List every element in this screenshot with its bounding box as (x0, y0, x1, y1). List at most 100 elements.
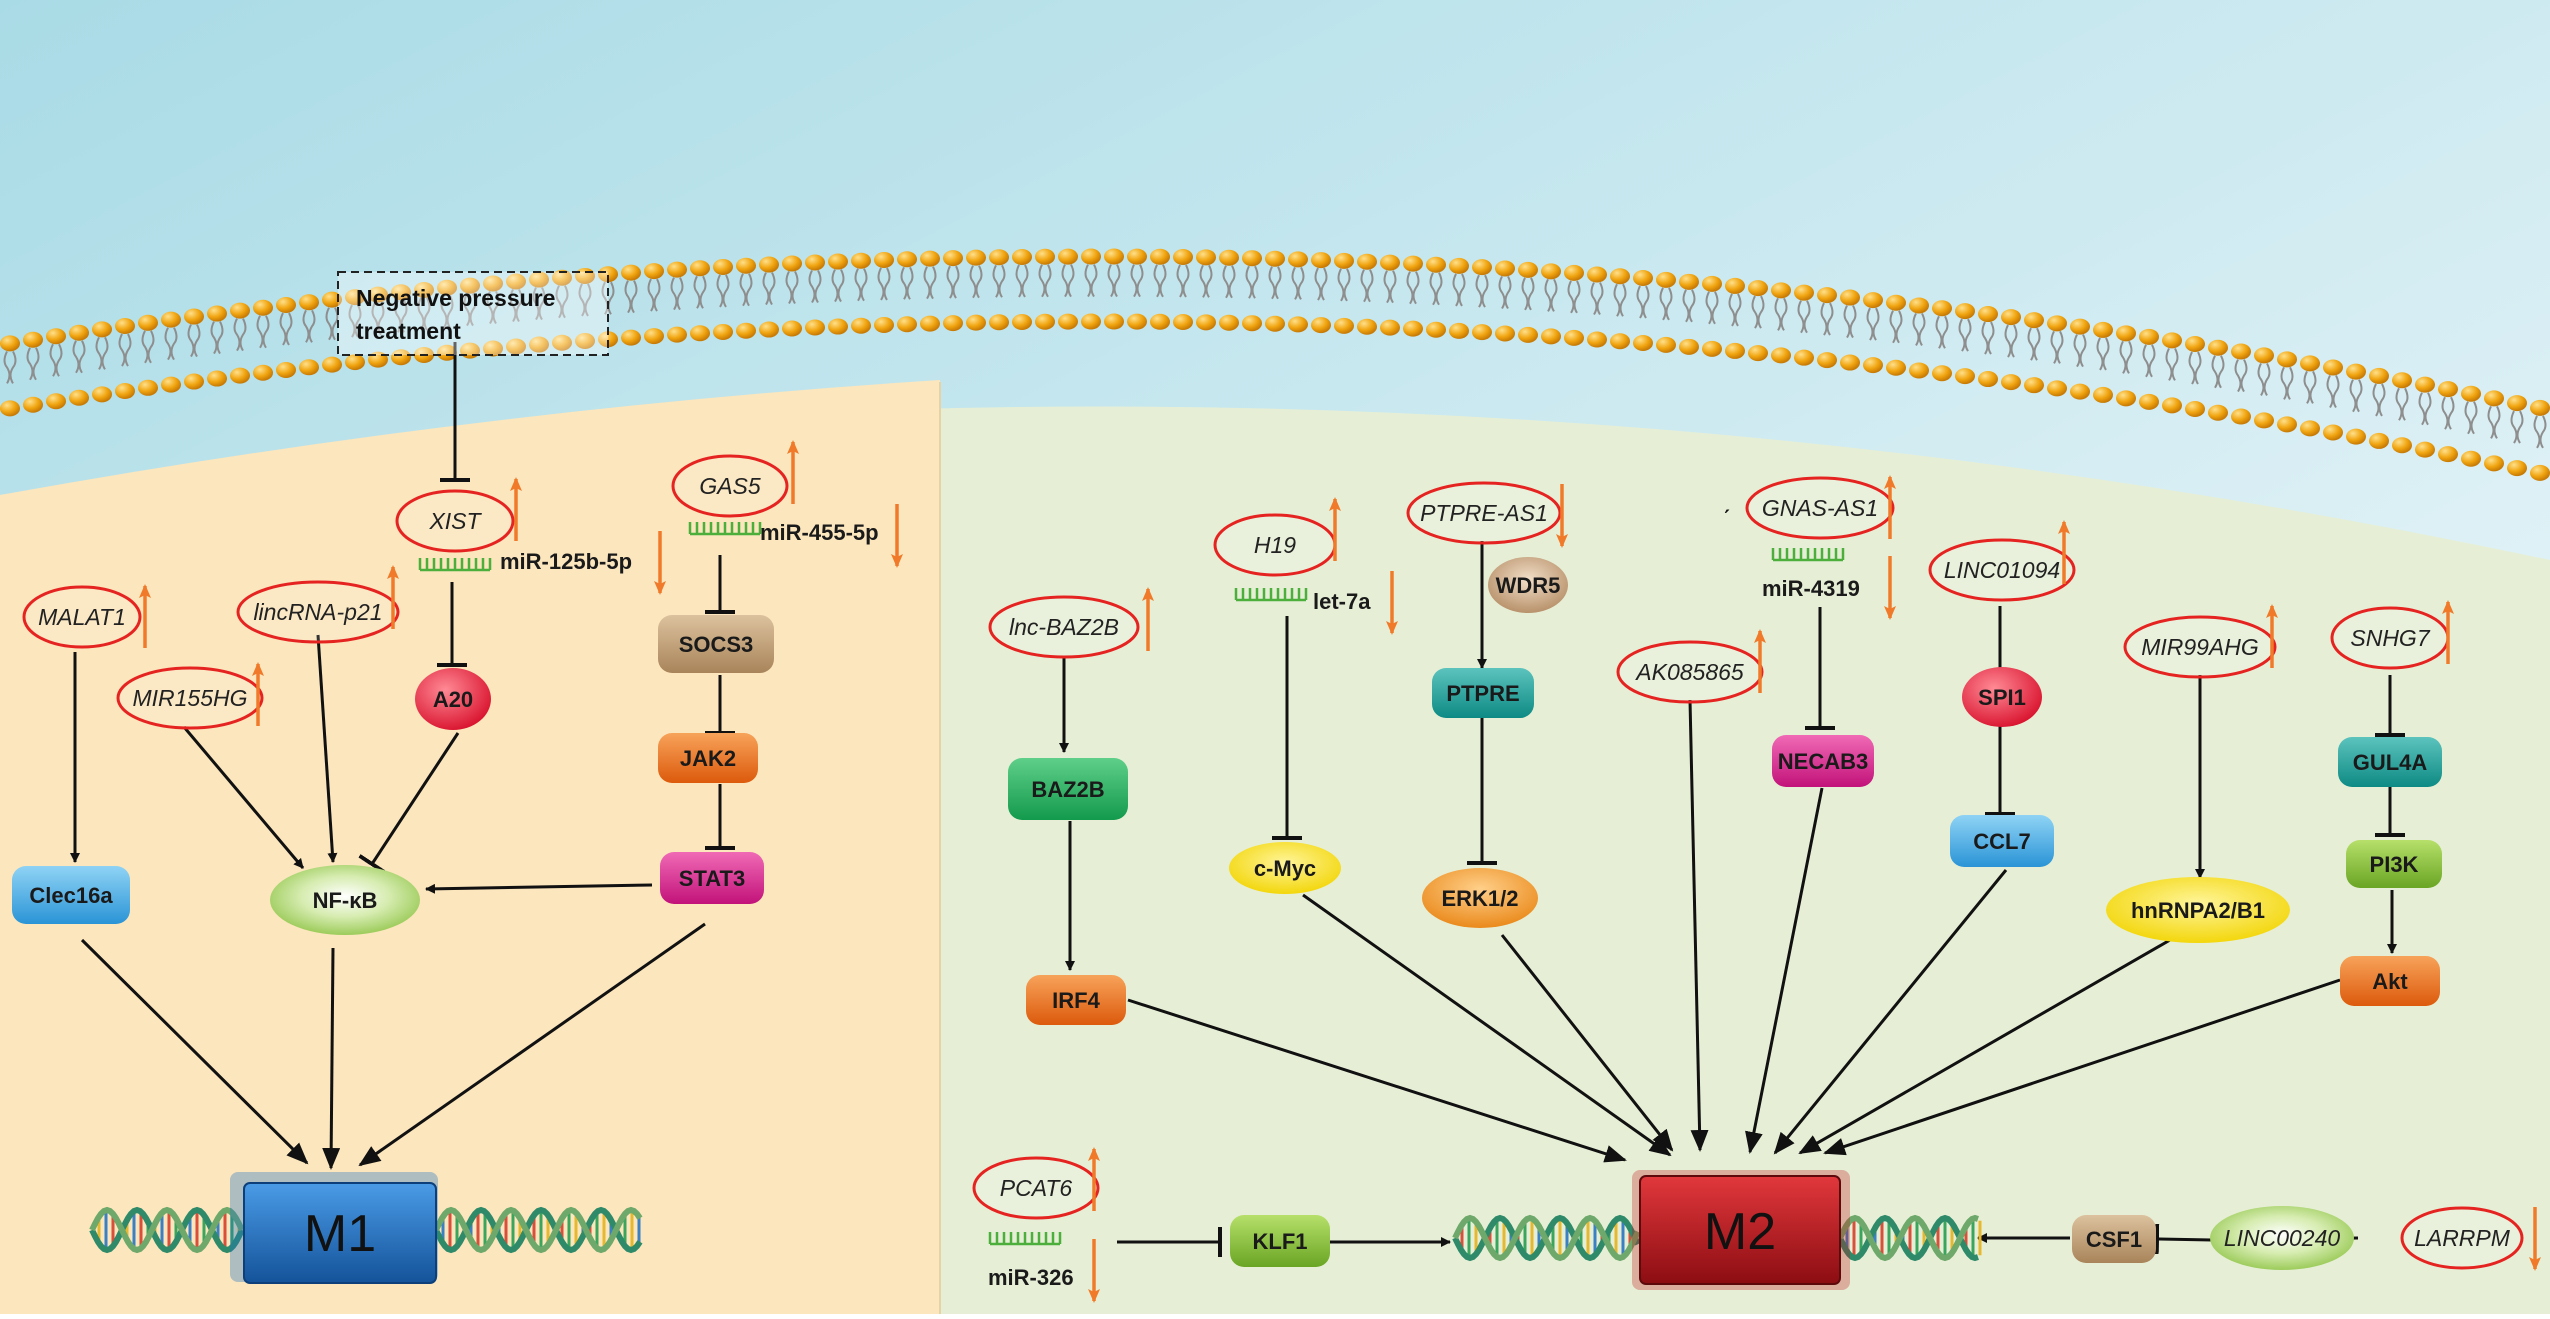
lipid-tail (2188, 351, 2202, 385)
lipid-head-outer (1909, 297, 1929, 314)
protein-hnrnpa2-b1: hnRNPA2/B1 (2106, 877, 2290, 943)
lipid-head-inner (2323, 424, 2343, 441)
lncrna-linc00240-label: LINC00240 (2224, 1225, 2341, 1251)
protein-nf-b-label: NF-κB (313, 888, 378, 913)
lipid-tail (1015, 264, 1029, 298)
lncrna-linc01094: LINC01094 (1928, 538, 2076, 602)
lipid-tail (348, 304, 362, 338)
lipid-head-inner (2415, 441, 2435, 458)
lipid-head-outer (184, 308, 204, 325)
protein-klf1-label: KLF1 (1253, 1229, 1308, 1254)
lipid-tail (808, 270, 822, 304)
lipid-head-inner (299, 359, 319, 376)
lipid-tail (118, 333, 132, 367)
lipid-tail (1889, 310, 1903, 344)
protein-nf-b: NF-κB (270, 865, 420, 935)
lipid-tail (2280, 366, 2294, 400)
lipid-head-outer (253, 299, 273, 316)
lipid-tail (1061, 264, 1075, 298)
lipid-tail (2349, 379, 2363, 413)
lipid-head-outer (966, 249, 986, 266)
protein-baz2b-label: BAZ2B (1031, 777, 1104, 802)
m1-dna-right (433, 1206, 643, 1254)
lipid-head-outer (1012, 248, 1032, 265)
lncrna-xist-label: XIST (428, 508, 482, 534)
protein-c-myc: c-Myc (1229, 842, 1341, 894)
lipid-head-inner (2139, 393, 2159, 410)
lipid-head-outer (1242, 250, 1262, 267)
lipid-tail (2073, 334, 2087, 368)
lipid-head-inner (0, 400, 20, 417)
lipid-head-outer (552, 269, 572, 286)
lipid-tail (2211, 355, 2225, 389)
connectors (70, 342, 2405, 1257)
lipid-tail (2050, 330, 2064, 364)
lipid-head-inner (2300, 420, 2320, 437)
m1-phenotype-box: M1 (230, 1172, 438, 1284)
mirna-mir-125b-5p: miR-125b-5p (418, 549, 632, 574)
protein-jak2-label: JAK2 (680, 746, 736, 771)
protein-clec16a: Clec16a (12, 866, 130, 924)
hnrnpa2b1-to-m2 (1798, 938, 2171, 1155)
lipid-head-outer (1771, 282, 1791, 299)
lipid-head-outer (667, 261, 687, 278)
lipid-tail (1935, 315, 1949, 349)
lipid-head-inner (713, 323, 733, 340)
lipid-head-outer (2438, 381, 2458, 398)
lipid-tail (1981, 321, 1995, 355)
lipid-head-inner (690, 325, 710, 342)
lipid-head-inner (1334, 317, 1354, 334)
lipid-tail (2372, 383, 2386, 417)
protein-wdr5: WDR5 (1488, 557, 1568, 613)
lipid-head-outer (2093, 321, 2113, 338)
stat3-to-m1 (358, 922, 706, 1167)
lipid-head-inner (1242, 315, 1262, 332)
lipid-tail (624, 280, 638, 314)
lipid-head-inner (1127, 313, 1147, 330)
lipid-tail (509, 289, 523, 323)
lipid-head-inner (1472, 324, 1492, 341)
protein-c-myc-label: c-Myc (1254, 856, 1316, 881)
lipid-head-outer (161, 311, 181, 328)
lipid-tail (854, 268, 868, 302)
protein-pi3k: PI3K (2346, 840, 2442, 888)
lipid-head-outer (805, 254, 825, 271)
protein-csf1: CSF1 (2072, 1215, 2156, 1263)
lipid-head-inner (69, 389, 89, 406)
lipid-tail (900, 266, 914, 300)
lipid-head-inner (1771, 347, 1791, 364)
lipid-tail (164, 327, 178, 361)
lipid-head-outer (1886, 294, 1906, 311)
lipid-tail (26, 347, 40, 381)
protein-csf1-label: CSF1 (2086, 1227, 2142, 1252)
protein-klf1: KLF1 (1230, 1215, 1330, 1267)
lipid-head-inner (23, 396, 43, 413)
lipid-head-inner (575, 332, 595, 349)
lipid-head-inner (1886, 359, 1906, 376)
lipid-head-outer (115, 318, 135, 335)
lipid-head-inner (1058, 313, 1078, 330)
lipid-head-outer (0, 335, 20, 352)
lipid-tail (371, 302, 385, 336)
lipid-tail (233, 318, 247, 352)
lipid-head-outer (1127, 248, 1147, 265)
lipid-head-outer (2277, 351, 2297, 368)
linc00240-inhibits-csf1 (2154, 1223, 2213, 1255)
lipid-head-inner (2070, 383, 2090, 400)
lipid-head-outer (1633, 270, 1653, 287)
lipid-head-outer (2231, 343, 2251, 360)
lipid-tail (1360, 269, 1374, 303)
lipid-tail (923, 266, 937, 300)
lipid-tail (1728, 293, 1742, 327)
lipid-head-inner (506, 338, 526, 355)
lipid-head-inner (598, 331, 618, 348)
lipid-head-inner (322, 356, 342, 373)
lipid-head-inner (2530, 464, 2550, 481)
protein-gul4a-label: GUL4A (2353, 750, 2428, 775)
lipid-head-outer (1058, 248, 1078, 265)
protein-hnrnpa2-b1-label: hnRNPA2/B1 (2131, 898, 2265, 923)
lipid-head-inner (1518, 326, 1538, 343)
lipid-head-inner (966, 314, 986, 331)
lncrna-linc01094-label: LINC01094 (1944, 557, 2060, 583)
